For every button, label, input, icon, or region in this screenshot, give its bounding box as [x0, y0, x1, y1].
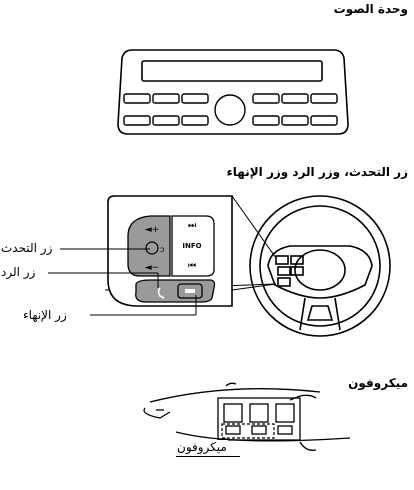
info-button-label: INFO: [182, 242, 201, 250]
svg-text:ɔ: ɔ: [160, 245, 164, 254]
buttons-title: زر التحدث، وزر الرد وزر الإنهاء: [226, 165, 408, 179]
microphone-label: ميكروفون: [176, 440, 228, 454]
hangup-button-label: زر الإنهاء: [22, 308, 68, 322]
audio-unit-title: وحدة الصوت: [333, 2, 408, 16]
microphone-label-underline: [176, 456, 240, 457]
pickup-button-label: زر الرد: [0, 265, 37, 279]
pickup-phone-icon: [157, 287, 165, 299]
talk-button-icon: [145, 241, 159, 255]
next-track-icon: ⏭: [188, 221, 196, 231]
prev-track-icon: ⏮: [188, 261, 196, 271]
talk-button-label: زر التحدث: [0, 241, 54, 255]
audio-unit-illustration: [117, 49, 349, 135]
volume-down-icon: ◄−: [145, 263, 159, 273]
hangup-phone-icon: [185, 289, 195, 293]
steering-wheel-illustration: ◄+ ◄− ⏭ INFO ⏮ ɔ: [48, 195, 391, 337]
volume-up-icon: ◄+: [145, 225, 159, 235]
microphone-location-marker: [221, 423, 275, 439]
microphone-title: ميكروفون: [348, 376, 408, 390]
